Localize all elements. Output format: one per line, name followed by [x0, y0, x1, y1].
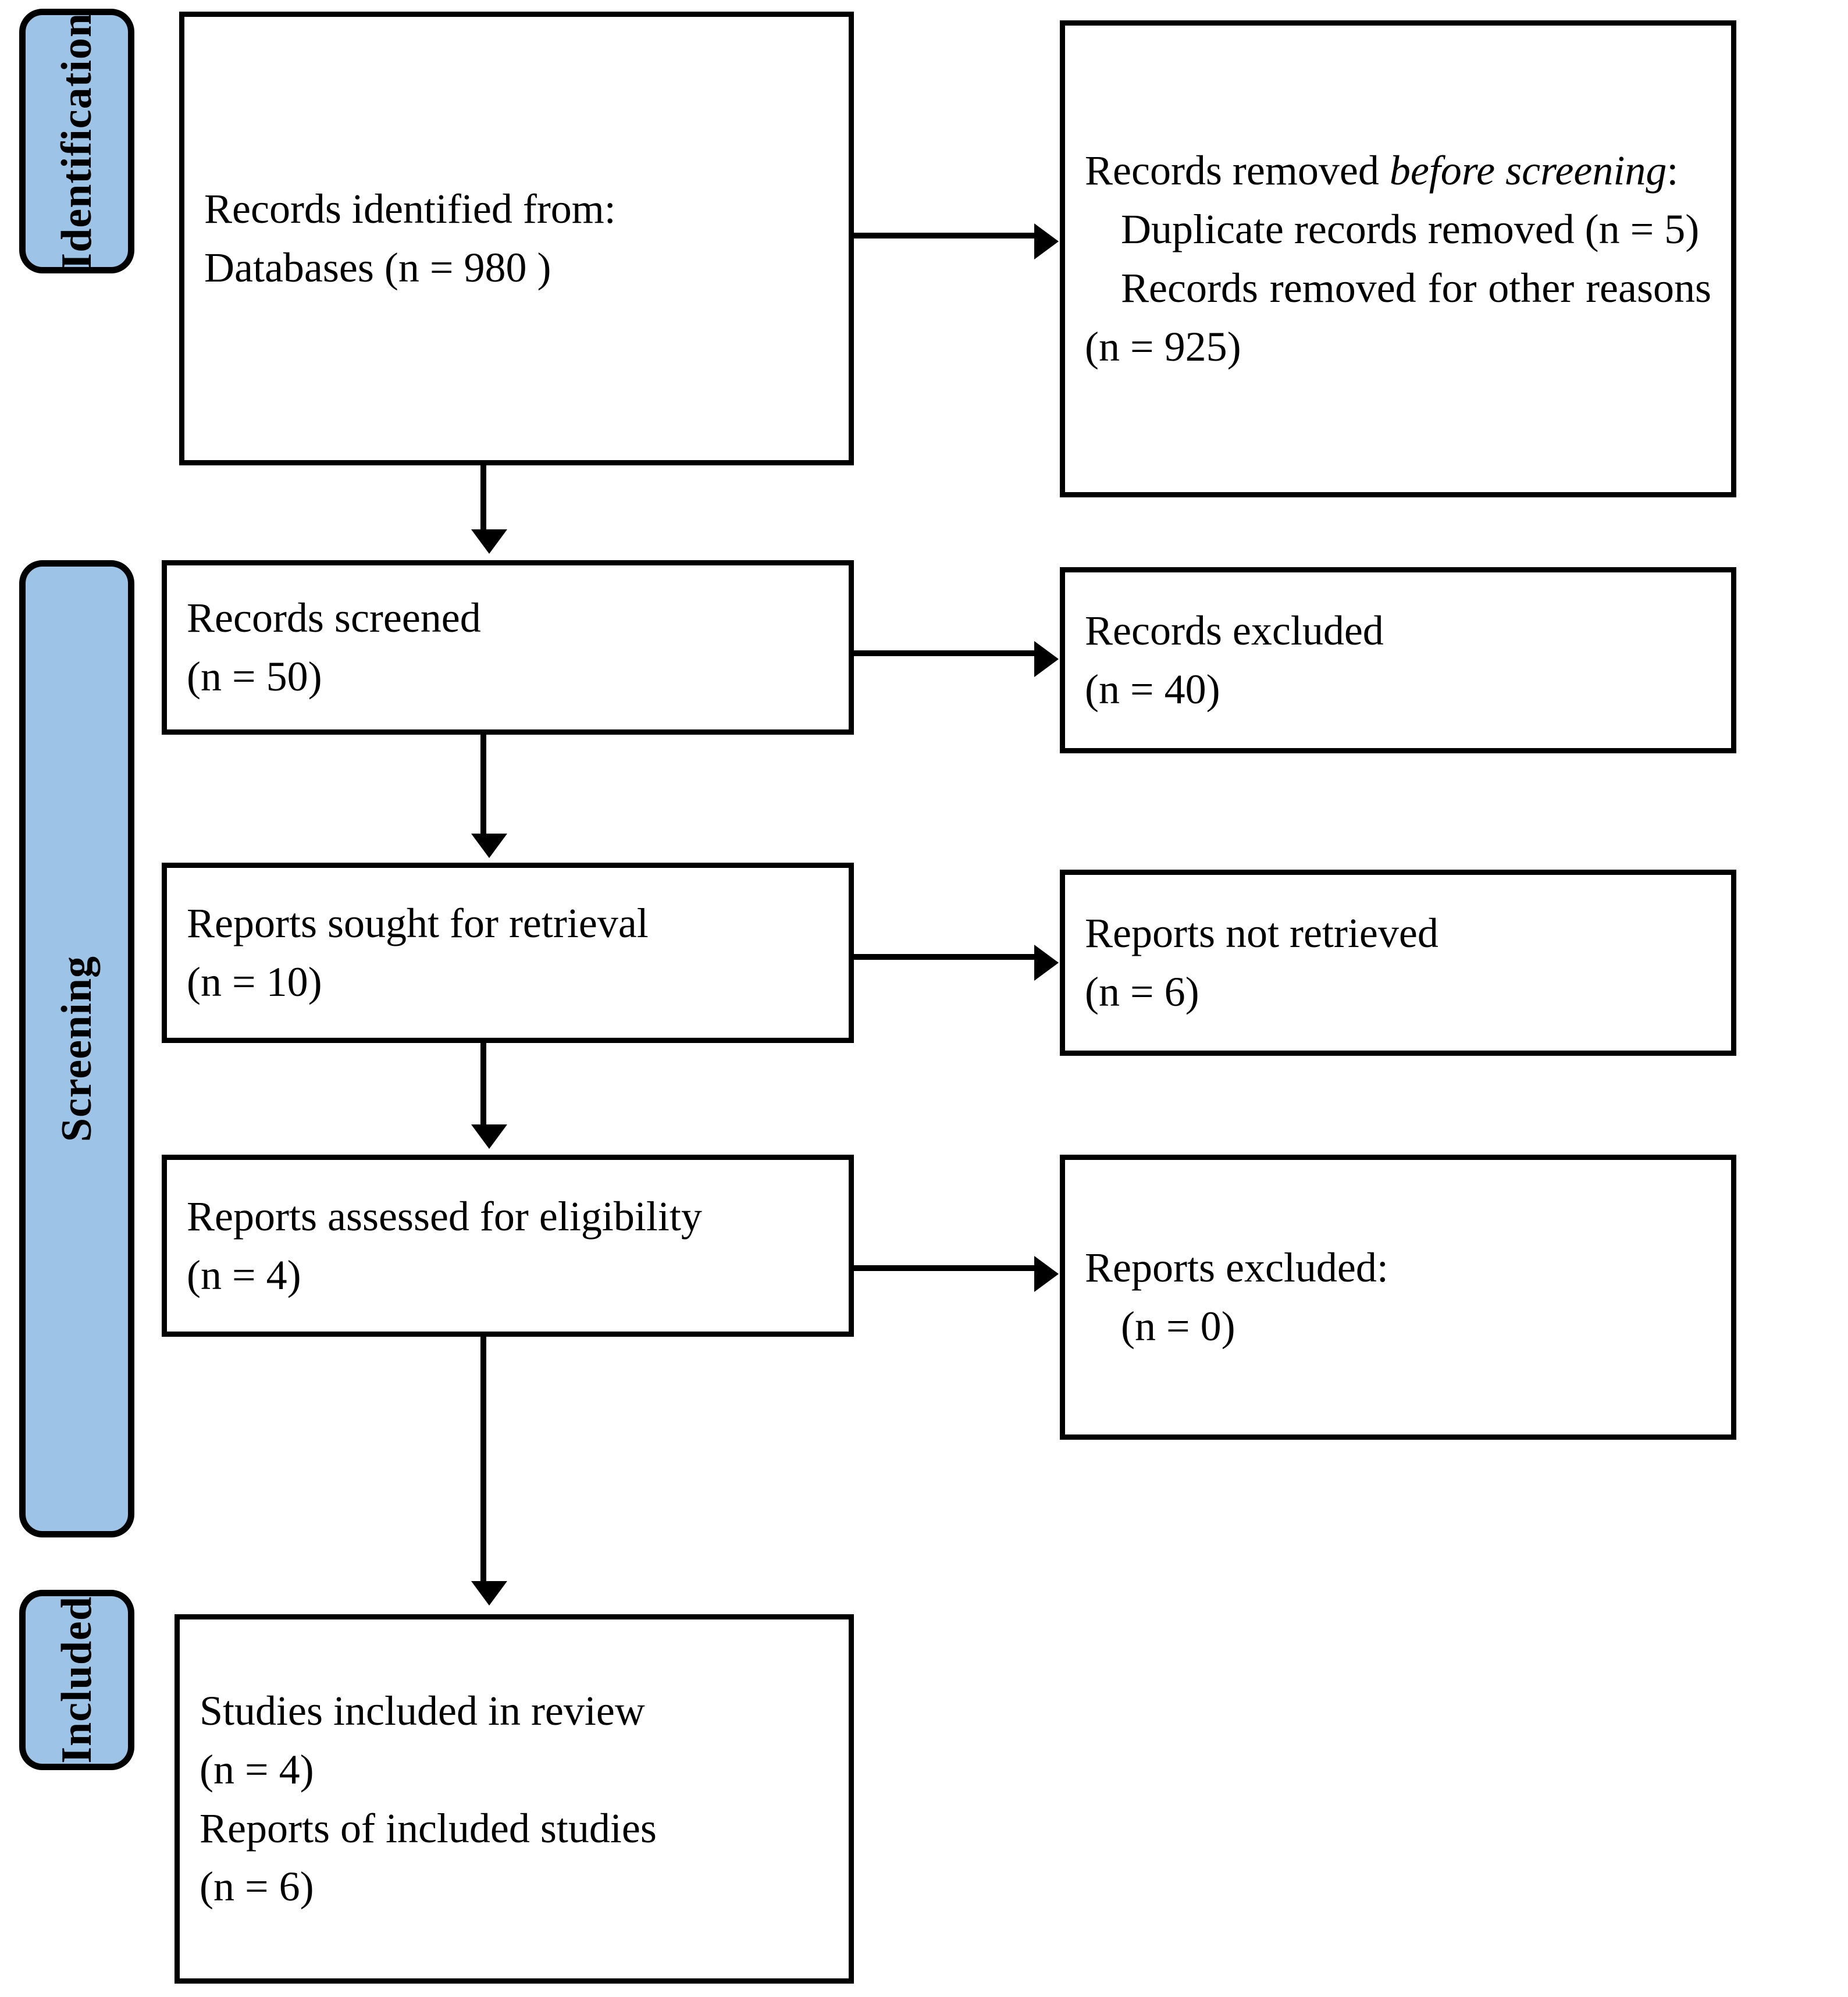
studies-included-line-4: (n = 6) — [200, 1863, 314, 1910]
stage-pill-screening: Screening — [19, 560, 134, 1537]
box-reports-sought-body: Reports sought for retrieval (n = 10) — [167, 894, 849, 1012]
arrow-sought-to-not-retrieved — [854, 945, 1059, 981]
records-screened-line-2: (n = 50) — [187, 653, 322, 700]
box-records-screened-body: Records screened (n = 50) — [167, 589, 849, 706]
reports-not-retrieved-line-2: (n = 6) — [1085, 969, 1199, 1015]
studies-included-line-2: (n = 4) — [200, 1746, 314, 1793]
box-reports-not-retrieved-body: Reports not retrieved (n = 6) — [1065, 904, 1731, 1021]
box-reports-assessed-body: Reports assessed for eligibility (n = 4) — [167, 1187, 849, 1305]
records-removed-heading-colon: : — [1667, 147, 1679, 194]
box-records-identified: Records identified from: Databases (n = … — [179, 12, 854, 465]
records-screened-line-1: Records screened — [187, 595, 481, 642]
arrow-screened-to-excluded — [854, 641, 1059, 677]
box-records-removed-before-screening: Records removed before screening: Duplic… — [1060, 20, 1736, 497]
stage-label-included: Included — [53, 1596, 101, 1764]
box-records-identified-body: Records identified from: Databases (n = … — [184, 180, 849, 297]
reports-assessed-line-2: (n = 4) — [187, 1251, 301, 1298]
box-records-screened: Records screened (n = 50) — [162, 560, 854, 735]
stage-pill-identification: Identification — [19, 9, 134, 273]
box-reports-not-retrieved: Reports not retrieved (n = 6) — [1060, 870, 1736, 1056]
records-excluded-line-2: (n = 40) — [1085, 666, 1220, 713]
arrow-sought-to-assessed — [471, 1043, 507, 1149]
box-records-excluded: Records excluded (n = 40) — [1060, 567, 1736, 753]
records-removed-heading-text: Records removed — [1085, 147, 1390, 194]
records-identified-line-2: Databases (n = 980 ) — [204, 244, 551, 291]
stage-pill-included: Included — [19, 1590, 134, 1770]
reports-excluded-line-2: (n = 0) — [1121, 1303, 1235, 1350]
reports-sought-line-1: Reports sought for retrieval — [187, 900, 649, 947]
box-reports-assessed: Reports assessed for eligibility (n = 4) — [162, 1155, 854, 1337]
arrow-assessed-to-reports-excluded — [854, 1256, 1059, 1292]
records-removed-other-reasons: Records removed for other reasons (n = 9… — [1085, 265, 1711, 370]
stage-label-screening: Screening — [53, 955, 101, 1142]
arrow-identified-to-screened — [471, 465, 507, 554]
reports-assessed-line-1: Reports assessed for eligibility — [187, 1192, 702, 1240]
records-removed-duplicates: Duplicate records removed (n = 5) — [1121, 206, 1700, 253]
reports-sought-line-2: (n = 10) — [187, 959, 322, 1005]
arrow-identified-to-removed — [854, 223, 1059, 259]
records-identified-line-1: Records identified from: — [204, 186, 616, 233]
records-removed-heading-italic: before screening — [1389, 147, 1667, 194]
box-studies-included-body: Studies included in review (n = 4) Repor… — [180, 1682, 849, 1916]
box-reports-sought: Reports sought for retrieval (n = 10) — [162, 863, 854, 1043]
studies-included-line-3: Reports of included studies — [200, 1804, 657, 1852]
reports-not-retrieved-line-1: Reports not retrieved — [1085, 910, 1438, 957]
studies-included-line-1: Studies included in review — [200, 1687, 645, 1734]
box-records-removed-body: Records removed before screening: Duplic… — [1065, 141, 1731, 376]
reports-excluded-line-1: Reports excluded: — [1085, 1244, 1388, 1291]
records-removed-heading: Records removed before screening: — [1085, 141, 1711, 200]
arrow-assessed-to-included — [471, 1337, 507, 1606]
box-reports-excluded: Reports excluded: (n = 0) — [1060, 1155, 1736, 1440]
stage-label-identification: Identification — [53, 12, 101, 270]
box-records-excluded-body: Records excluded (n = 40) — [1065, 601, 1731, 719]
arrow-screened-to-sought — [471, 735, 507, 858]
box-studies-included: Studies included in review (n = 4) Repor… — [175, 1614, 854, 1984]
records-excluded-line-1: Records excluded — [1085, 607, 1384, 654]
box-reports-excluded-body: Reports excluded: (n = 0) — [1065, 1238, 1731, 1356]
